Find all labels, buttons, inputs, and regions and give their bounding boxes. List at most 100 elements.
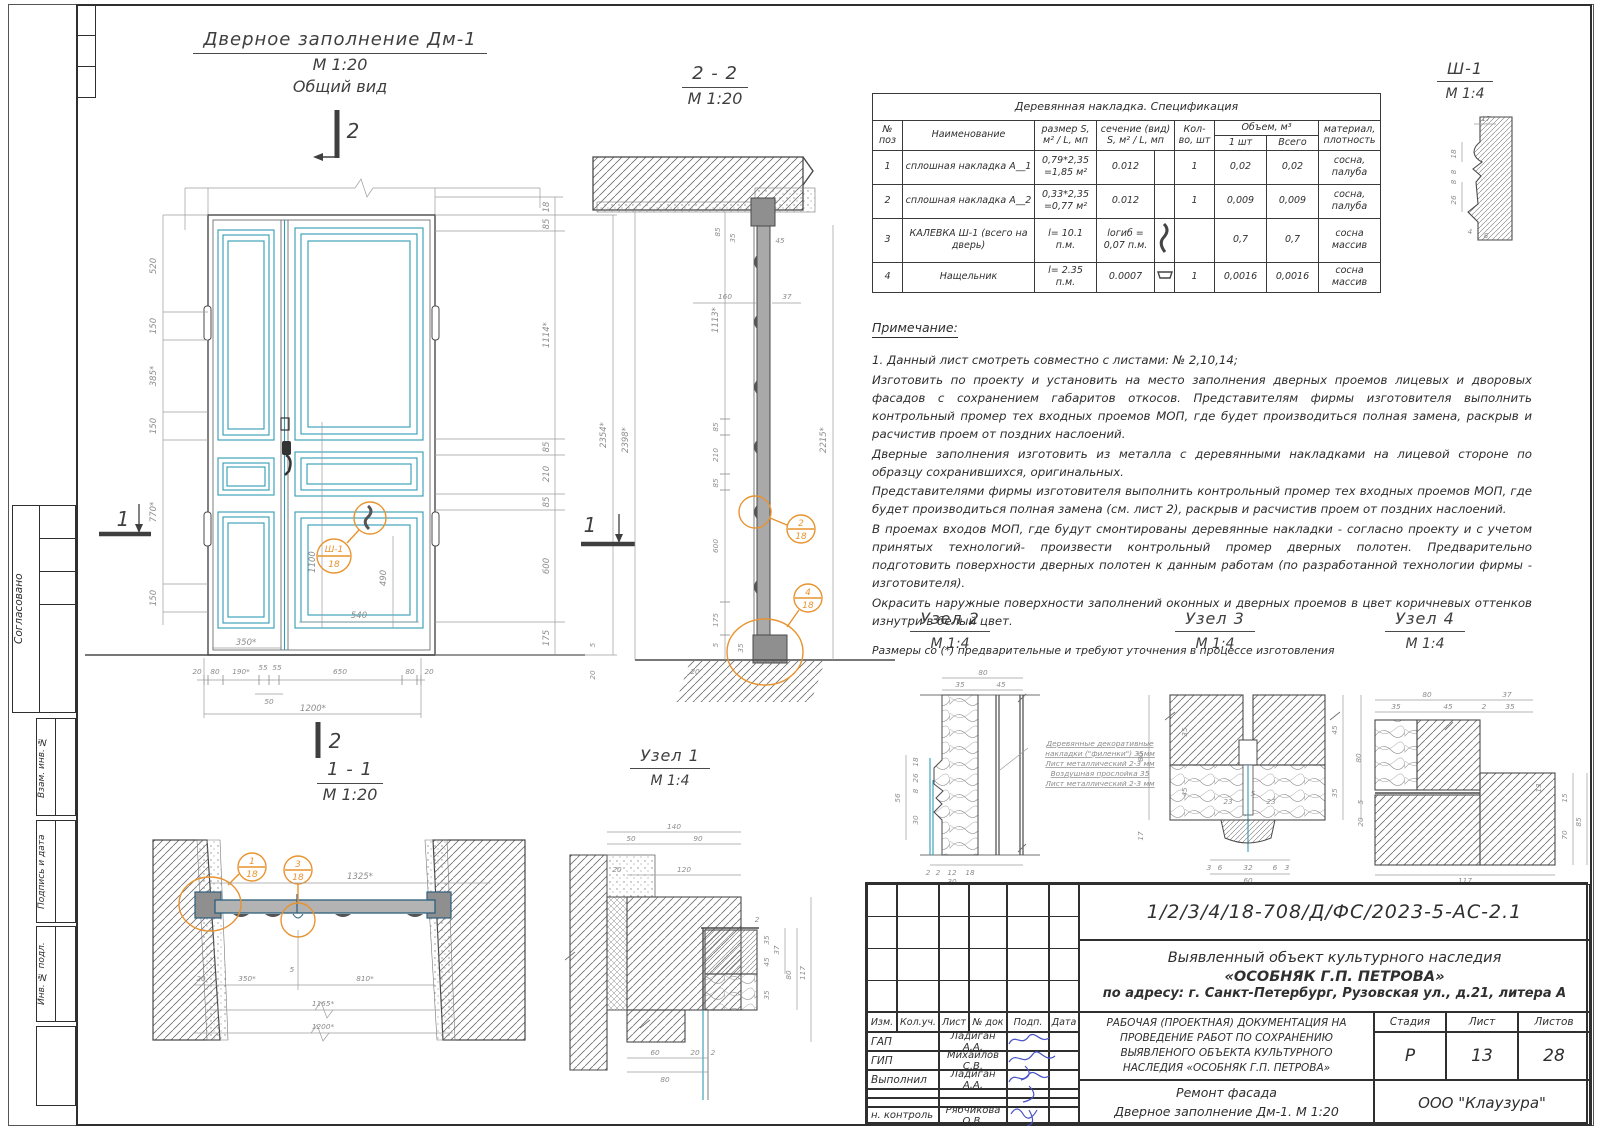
svg-text:30: 30 — [947, 877, 957, 885]
note-paragraph: Окрасить наружные поверхности заполнений… — [872, 595, 1532, 628]
sh1-title-block: Ш-1 М 1:4 — [1400, 58, 1530, 103]
name-ncontrol: Рябчикова О.В. — [939, 1107, 1007, 1124]
section11-dims: 1325* 20 350* 5 810* 1165* 1200* — [193, 872, 490, 1042]
svg-text:490: 490 — [379, 570, 389, 586]
sheet-label: Лист — [1446, 1012, 1518, 1032]
svg-text:85: 85 — [1574, 817, 1583, 827]
name-gap: Ладиган А.А. — [939, 1032, 1007, 1051]
svg-text:1: 1 — [117, 507, 130, 531]
notes-block: Примечание: 1. Данный лист смотреть совм… — [872, 318, 1532, 661]
svg-text:1200*: 1200* — [312, 1022, 335, 1031]
svg-text:80: 80 — [784, 970, 793, 980]
node2-drawing: 80 35 45 56 26 18 8 30 2 2 12 18 30 Дере… — [893, 668, 1155, 885]
note-paragraph: 1. Данный лист смотреть совместно с лист… — [872, 353, 1238, 367]
svg-text:37: 37 — [782, 292, 792, 301]
svg-text:210: 210 — [542, 466, 552, 482]
svg-text:45: 45 — [762, 957, 771, 967]
inv-podl-block: Инв. № подл. — [36, 926, 76, 1022]
svg-text:4: 4 — [805, 588, 811, 598]
svg-text:Воздушная прослойка 35: Воздушная прослойка 35 — [1051, 769, 1150, 778]
svg-text:770*: 770* — [149, 502, 159, 522]
svg-text:45: 45 — [775, 236, 785, 245]
svg-text:1200*: 1200* — [300, 704, 326, 714]
svg-text:1325*: 1325* — [347, 872, 373, 882]
svg-text:18: 18 — [911, 757, 920, 767]
section22-title-block: 2 - 2 М 1:20 — [650, 62, 780, 110]
col-pos: № поз — [872, 120, 903, 151]
svg-text:20: 20 — [690, 667, 700, 676]
vzam-inv-block: Взам. инв. № — [36, 718, 76, 816]
svg-text:175: 175 — [542, 630, 552, 646]
col-qty: Кол-во, шт — [1174, 120, 1215, 151]
section22-scale: М 1:20 — [687, 89, 743, 109]
svg-text:85: 85 — [711, 478, 720, 488]
svg-text:3: 3 — [1285, 863, 1290, 872]
svg-text:6: 6 — [1218, 863, 1223, 872]
spec-table-title: Деревянная накладка. Спецификация — [871, 93, 1382, 121]
svg-text:650: 650 — [333, 667, 347, 676]
svg-text:85: 85 — [711, 422, 720, 432]
svg-text:3: 3 — [1207, 863, 1212, 872]
svg-text:3: 3 — [295, 860, 301, 870]
svg-text:35: 35 — [762, 990, 771, 1000]
section-mark-1-left: 1 — [99, 504, 151, 537]
svg-text:17: 17 — [1481, 114, 1491, 123]
svg-text:1: 1 — [249, 857, 255, 867]
svg-text:120: 120 — [677, 865, 691, 874]
elevation-scale: М 1:20 — [312, 55, 368, 75]
svg-text:1165*: 1165* — [312, 999, 335, 1008]
role-ncontrol: н. контроль — [867, 1107, 939, 1124]
svg-text:60: 60 — [1243, 876, 1253, 885]
node4-title-block: Узел 4 М 1:4 — [1360, 608, 1490, 653]
node3-dims: 80 17 35 45 23 5 23 45 80 35 3 6 32 6 3 … — [1136, 695, 1363, 885]
svg-text:20: 20 — [612, 865, 622, 874]
elevation-dims-inner: 350* 1100 490 540 — [212, 422, 419, 649]
sh1-title: Ш-1 — [1436, 58, 1494, 82]
svg-text:2: 2 — [755, 915, 760, 924]
svg-text:45: 45 — [1180, 787, 1189, 797]
section-mark-2-bottom: 2 — [315, 722, 341, 758]
section11-title: 1 - 1 — [317, 758, 383, 785]
col-section: сечение (вид) S, м² / L, мп — [1096, 120, 1175, 151]
svg-text:18: 18 — [802, 601, 814, 611]
node1-title-block: Узел 1 М 1:4 — [605, 745, 735, 790]
overlay-bumps — [233, 914, 423, 917]
node3-scale: М 1:4 — [1195, 635, 1235, 652]
svg-text:2: 2 — [347, 119, 360, 143]
svg-text:5: 5 — [1356, 799, 1365, 804]
svg-text:80: 80 — [1354, 753, 1363, 763]
svg-text:20: 20 — [1356, 817, 1365, 827]
svg-text:600: 600 — [542, 558, 552, 574]
svg-text:350*: 350* — [238, 974, 256, 983]
note-paragraph: Представителями фирмы изготовителя выпол… — [872, 484, 1532, 517]
svg-text:накладки ("филенки") 35мм: накладки ("филенки") 35мм — [1045, 749, 1155, 758]
svg-text:26: 26 — [1449, 195, 1458, 205]
svg-text:85: 85 — [542, 442, 552, 453]
svg-text:140: 140 — [667, 822, 681, 831]
svg-text:20: 20 — [424, 667, 434, 676]
svg-text:Деревянные декоративные: Деревянные декоративные — [1045, 739, 1154, 748]
sh1-dims: 17 18 8 8 26 4 8 — [1449, 114, 1496, 240]
svg-text:80: 80 — [1422, 690, 1432, 699]
work-title: Ремонт фасада Дверное заполнение Дм-1. М… — [1079, 1080, 1374, 1126]
col-volume: Объем, м³ — [1214, 120, 1319, 136]
role-gip: ГИП — [867, 1051, 939, 1070]
sh1-callout: Ш-1 18 — [316, 501, 387, 574]
object-name: Выявленный объект культурного наследия «… — [1079, 940, 1590, 1012]
svg-text:6: 6 — [1273, 863, 1278, 872]
stage-value: Р — [1374, 1032, 1446, 1080]
svg-text:540: 540 — [351, 611, 367, 621]
svg-text:80: 80 — [1136, 752, 1145, 762]
node4-scale: М 1:4 — [1405, 635, 1445, 652]
svg-text:20: 20 — [690, 1048, 700, 1057]
node2-annotations: Деревянные декоративные накладки ("филен… — [999, 739, 1155, 788]
strip-label-soglasovano: Согласовано — [13, 573, 25, 645]
sheets-label: Листов — [1518, 1012, 1590, 1032]
svg-text:210: 210 — [711, 448, 720, 462]
svg-text:80: 80 — [978, 668, 988, 677]
elevation-title: Дверное заполнение Дм-1 — [193, 28, 487, 55]
svg-text:26: 26 — [911, 773, 920, 783]
doc-number: 1/2/3/4/18-708/Д/ФС/2023-5-АС-2.1 — [1079, 884, 1590, 940]
